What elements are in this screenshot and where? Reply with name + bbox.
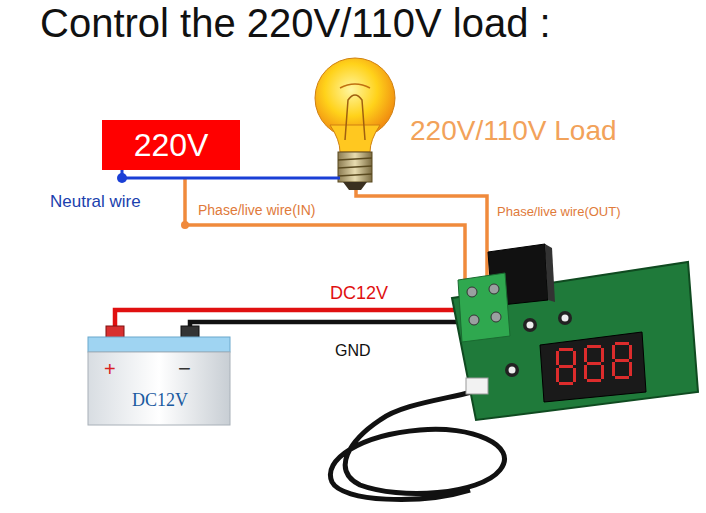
- thermostat-module-part: [466, 378, 488, 394]
- light-bulb-part: [343, 182, 367, 190]
- neutral-wire-end: [318, 177, 340, 180]
- wire-joint: [117, 173, 127, 183]
- wire-label: Phase/live wire(OUT): [497, 205, 621, 220]
- thermostat-module-part: [612, 342, 632, 379]
- dc-positive-wire: [115, 310, 462, 328]
- thermostat-module-part: [562, 315, 569, 322]
- phase-out-wire: [356, 190, 487, 278]
- thermostat-module-part: [523, 318, 537, 332]
- diagram-title: Control the 220V/110V load :: [40, 0, 551, 46]
- light-bulb-part: [340, 84, 370, 88]
- battery-part: [88, 352, 230, 425]
- thermostat-module-part: [505, 363, 519, 377]
- light-bulb-part: [338, 166, 372, 168]
- thermostat-module-part: [584, 345, 604, 382]
- wire-joint: [181, 221, 189, 229]
- battery-part: [181, 326, 199, 338]
- thermostat-module-part: [540, 332, 646, 402]
- thermostat-module-part: [458, 273, 510, 342]
- battery-voltage: DC12V: [132, 390, 188, 411]
- phase-in-wire: [185, 178, 465, 282]
- light-bulb: [315, 58, 395, 190]
- thermostat-module-part: [467, 287, 477, 297]
- wire-connector-group: [117, 170, 318, 183]
- light-bulb-part: [330, 125, 380, 152]
- wire-label: Phase/live wire(IN): [198, 202, 315, 218]
- battery-part: [88, 337, 230, 352]
- wire-label: GND: [335, 342, 371, 360]
- thermostat-module-part: [558, 311, 572, 325]
- voltage-source-box: 220V: [102, 120, 240, 170]
- terminal-sign: −: [178, 356, 191, 381]
- battery-part: [106, 326, 124, 338]
- thermostat-module-part: [489, 284, 499, 294]
- thermostat-module: [452, 244, 698, 420]
- light-bulb-part: [338, 152, 372, 182]
- light-bulb-part: [338, 174, 372, 176]
- neutral-wire: [122, 170, 318, 178]
- thermostat-module-part: [452, 262, 698, 420]
- thermostat-module-part: [509, 367, 516, 374]
- ground-wire: [190, 322, 462, 328]
- thermostat-module-part: [527, 322, 534, 329]
- lamp-load: 220V/110V Load: [318, 56, 390, 192]
- wire-label: Neutral wire: [50, 192, 141, 212]
- thermostat-module-part: [545, 244, 555, 302]
- load-title: 220V/110V Load: [410, 115, 617, 147]
- wire-label: DC12V: [330, 283, 388, 304]
- thermostat-module-part: [469, 315, 479, 325]
- terminal-sign: +: [104, 358, 116, 381]
- battery-node: + − DC12V: [88, 326, 230, 426]
- voltage-text: 220V: [134, 127, 209, 164]
- light-bulb-part: [338, 158, 372, 160]
- battery: [88, 326, 230, 425]
- light-bulb-part: [345, 95, 365, 140]
- thermostat-module-part: [491, 312, 501, 322]
- thermostat-module-part: [556, 348, 576, 385]
